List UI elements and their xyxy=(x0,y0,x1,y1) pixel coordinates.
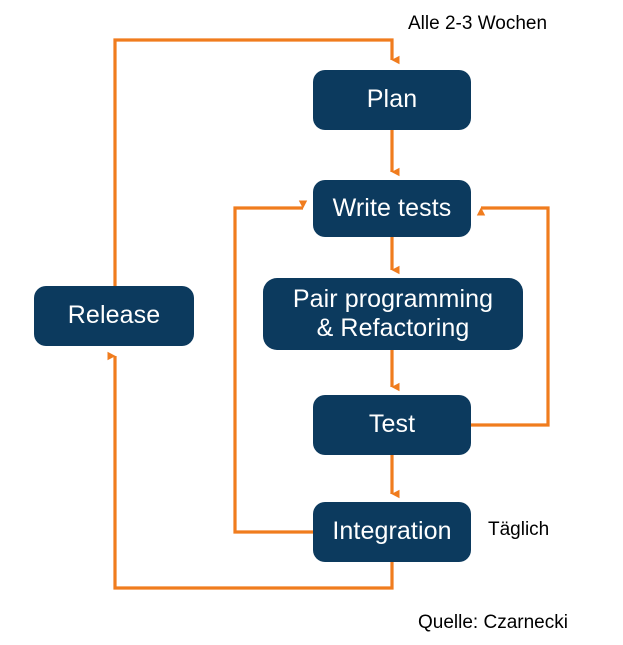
node-integration-label: Integration xyxy=(332,517,452,546)
node-test[interactable]: Test xyxy=(313,395,471,455)
node-write-tests-label: Write tests xyxy=(332,193,452,222)
edge-test-to-write-tests-feedback xyxy=(471,206,550,427)
node-pair-programming-label: Pair programming & Refactoring xyxy=(292,284,494,343)
node-write-tests[interactable]: Write tests xyxy=(313,180,471,237)
node-integration[interactable]: Integration xyxy=(313,502,471,562)
node-plan-label: Plan xyxy=(366,85,418,114)
source-annotation: Quelle: Czarnecki xyxy=(418,612,568,633)
node-release-label: Release xyxy=(67,301,161,330)
node-release[interactable]: Release xyxy=(34,286,194,346)
daily-annotation: Täglich xyxy=(488,519,550,540)
cadence-annotation: Alle 2-3 Wochen xyxy=(408,13,548,34)
edge-integration-to-release xyxy=(107,351,394,590)
node-test-label: Test xyxy=(368,410,416,439)
edge-integration-to-write-tests-feedback xyxy=(233,200,313,534)
node-plan[interactable]: Plan xyxy=(313,70,471,130)
node-pair-programming[interactable]: Pair programming & Refactoring xyxy=(263,278,523,350)
edge-release-to-plan-cycle xyxy=(113,38,400,286)
